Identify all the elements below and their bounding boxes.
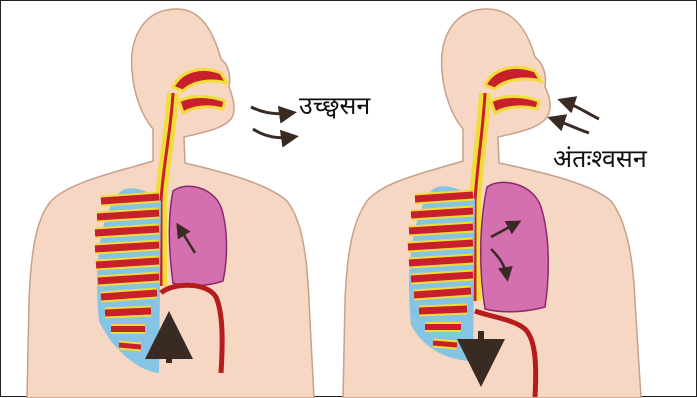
right-lung xyxy=(481,182,549,311)
exhalation-figure: उच्छ्वसन xyxy=(27,9,371,398)
airflow-in-arrow-icon xyxy=(563,101,599,119)
airflow-in-arrow-icon-2 xyxy=(553,119,589,133)
airflow-out-arrow-icon-2 xyxy=(253,129,293,138)
inhalation-figure: अंतःश्वसन xyxy=(343,9,648,398)
left-lung xyxy=(169,186,226,286)
airflow-out-arrow-icon xyxy=(251,107,291,114)
inhalation-label: अंतःश्वसन xyxy=(553,144,648,173)
exhalation-label: उच्छ्वसन xyxy=(299,91,371,120)
